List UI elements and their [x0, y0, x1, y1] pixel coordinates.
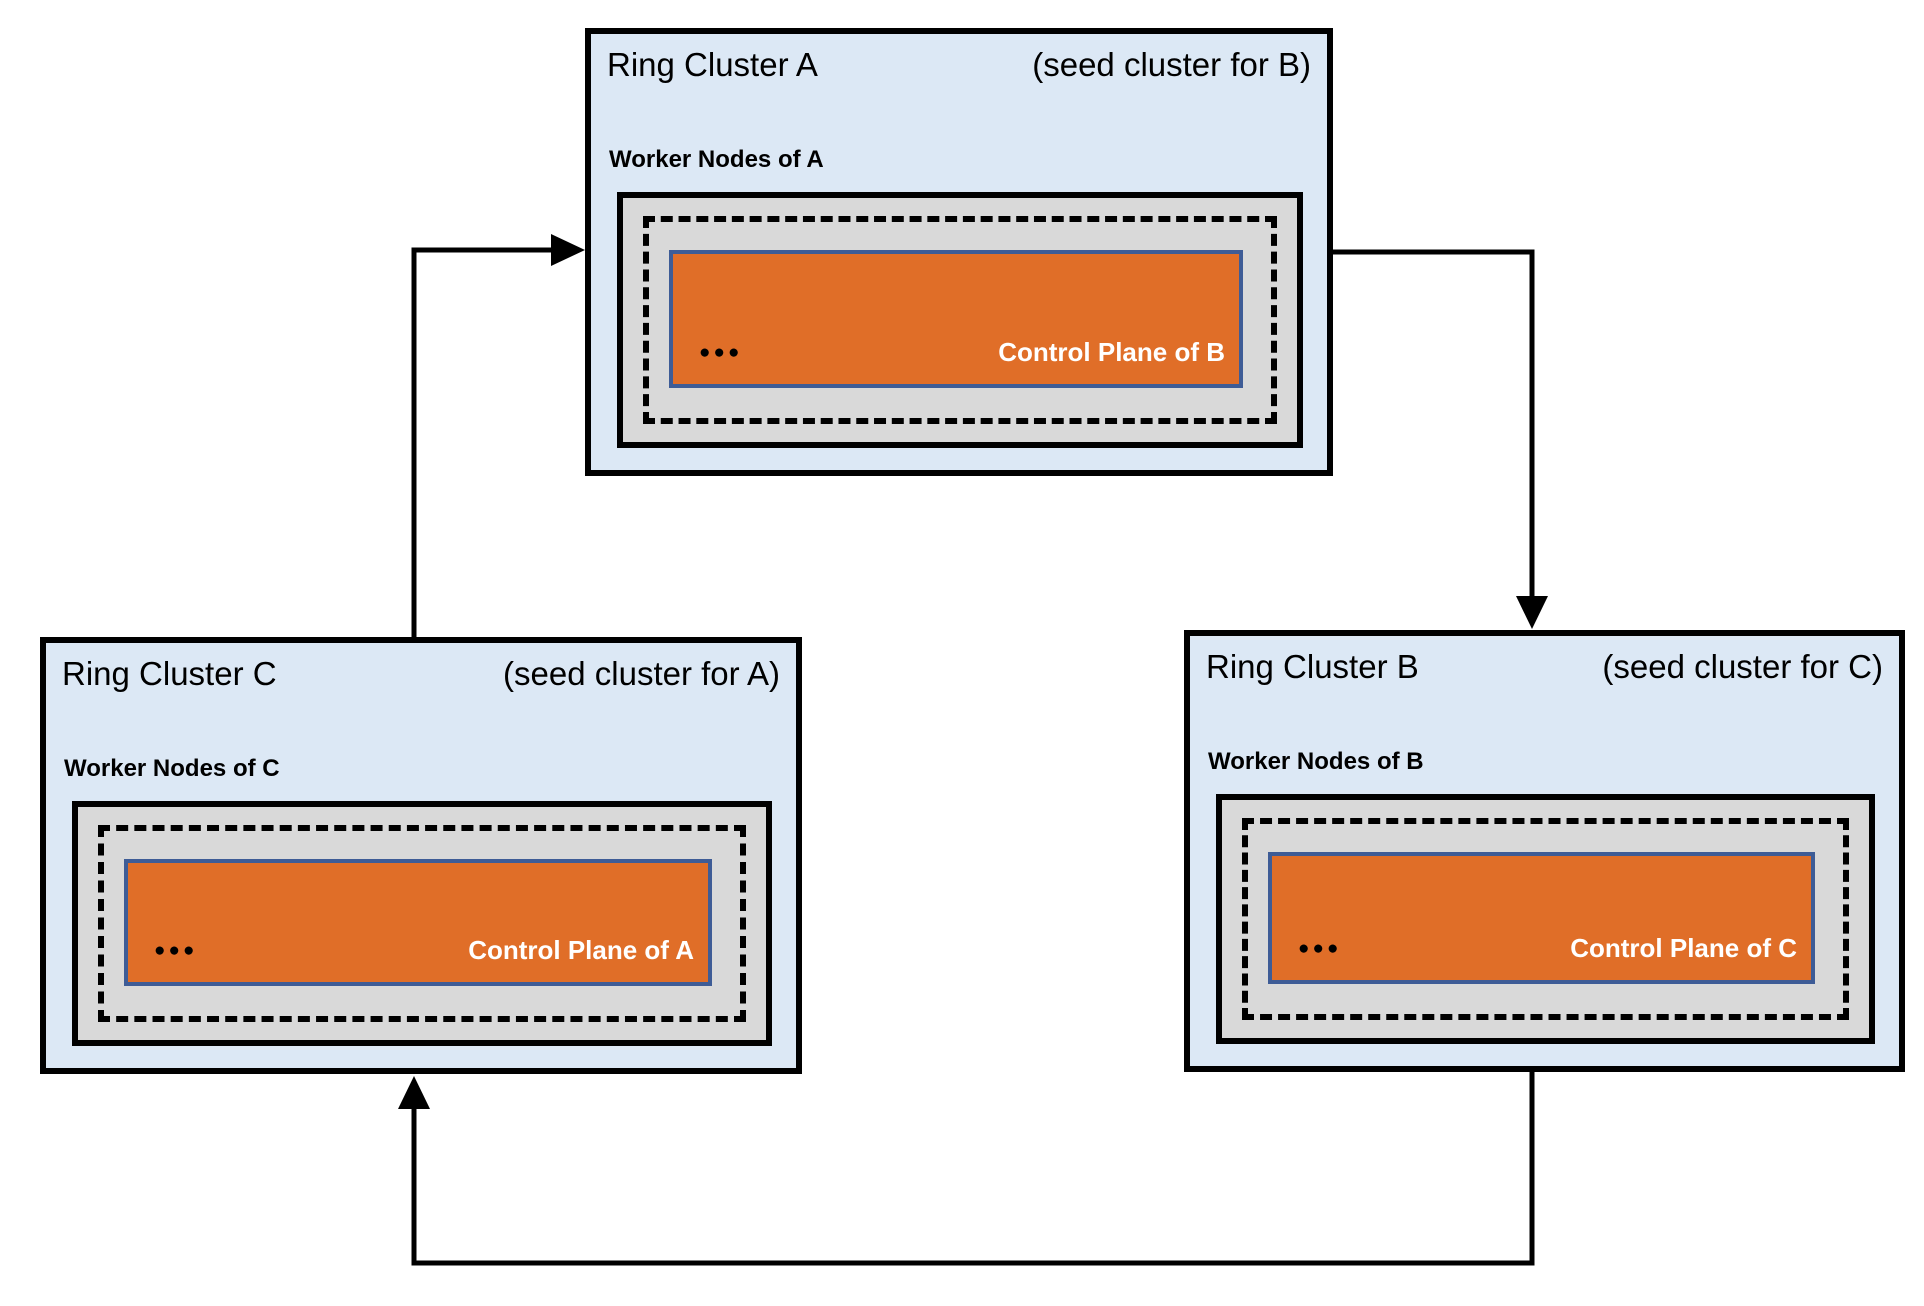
cluster-a-title-main: Ring Cluster A [607, 46, 818, 83]
ellipsis-dots: ●●● [699, 342, 743, 363]
cluster-c-box: Ring Cluster C (seed cluster for A) Work… [40, 637, 802, 1074]
control-plane-label-c: Control Plane of C [1570, 933, 1797, 963]
cluster-b-box: Ring Cluster B (seed cluster for C) Work… [1184, 630, 1905, 1072]
cluster-b-title-seed: (seed cluster for C) [1602, 648, 1883, 685]
cluster-c-title-seed: (seed cluster for A) [503, 655, 780, 692]
dashed-boundary-b: ●●● Control Plane of C [1242, 818, 1849, 1020]
cluster-a-title-seed: (seed cluster for B) [1032, 46, 1311, 83]
control-plane-box-a: ●●● Control Plane of A [124, 859, 712, 986]
worker-nodes-box-a: ●●● Control Plane of B [617, 192, 1303, 448]
worker-nodes-label-c: Worker Nodes of C [64, 755, 280, 782]
worker-nodes-box-b: ●●● Control Plane of C [1216, 794, 1875, 1044]
arrowhead-a-to-b [1516, 596, 1548, 629]
worker-nodes-label-a: Worker Nodes of A [609, 146, 824, 173]
control-plane-label-a: Control Plane of A [468, 935, 694, 965]
cluster-c-title: Ring Cluster C (seed cluster for A) [62, 653, 780, 694]
cluster-a-title: Ring Cluster A (seed cluster for B) [607, 44, 1311, 85]
control-plane-box-b: ●●● Control Plane of B [669, 250, 1243, 388]
arrow-c-to-a [411, 247, 554, 640]
cluster-b-title-main: Ring Cluster B [1206, 648, 1419, 685]
control-plane-label-b: Control Plane of B [998, 337, 1225, 367]
worker-nodes-box-c: ●●● Control Plane of A [72, 801, 772, 1046]
arrowhead-c-to-a [551, 234, 585, 266]
cluster-c-title-main: Ring Cluster C [62, 655, 277, 692]
dashed-boundary-c: ●●● Control Plane of A [98, 825, 746, 1022]
arrow-a-to-b [1330, 249, 1535, 599]
cluster-a-box: Ring Cluster A (seed cluster for B) Work… [585, 28, 1333, 476]
cluster-b-title: Ring Cluster B (seed cluster for C) [1206, 646, 1883, 687]
ellipsis-dots: ●●● [1298, 938, 1342, 959]
worker-nodes-label-b: Worker Nodes of B [1208, 748, 1424, 775]
arrowhead-b-to-c [398, 1076, 430, 1109]
ellipsis-dots: ●●● [154, 940, 198, 961]
control-plane-box-c: ●●● Control Plane of C [1268, 852, 1815, 984]
dashed-boundary-a: ●●● Control Plane of B [643, 216, 1277, 424]
arrow-b-to-c [411, 1070, 1535, 1266]
